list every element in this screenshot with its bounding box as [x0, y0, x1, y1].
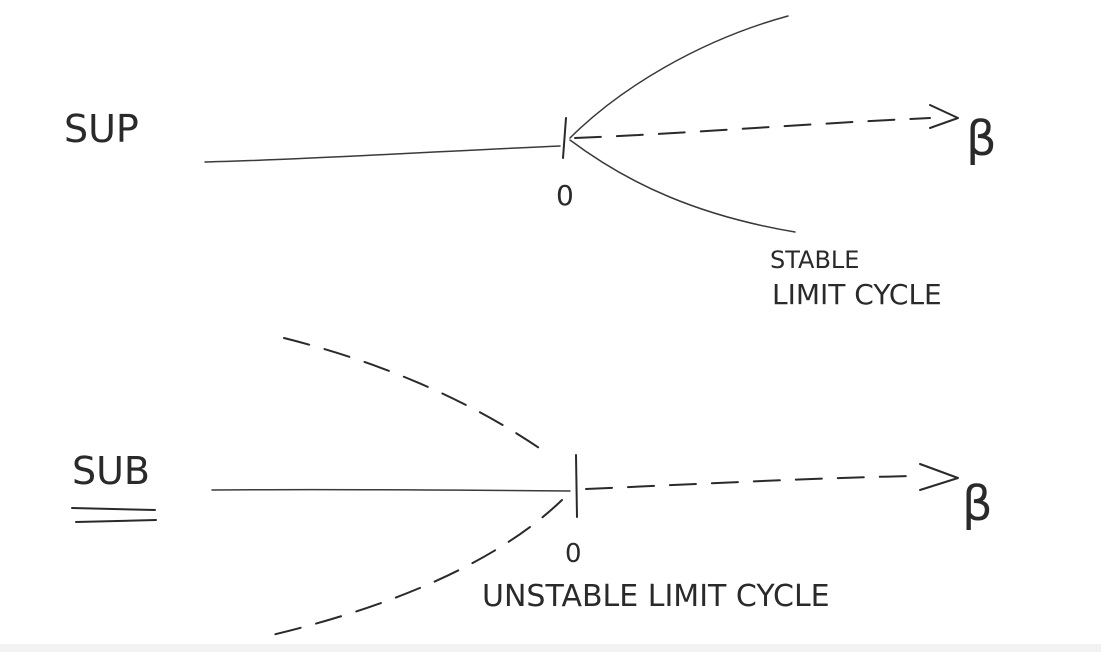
sub-origin-label: 0	[565, 539, 582, 569]
sup-origin-label: 0	[556, 179, 574, 212]
sup-label: SUP	[64, 107, 139, 151]
sub-limit-cycle-upper	[283, 337, 546, 453]
sup-branch-label-line2: LIMIT CYCLE	[772, 278, 942, 311]
sup-limit-cycle-lower	[569, 139, 796, 233]
sub-limit-cycle-lower	[267, 499, 563, 637]
sub-underline-1	[71, 507, 156, 511]
sub-underline-2	[75, 519, 157, 523]
sup-limit-cycle-upper	[569, 15, 789, 139]
sup-stable-fixed-point-line	[204, 145, 561, 163]
supercritical-diagram: SUP 0 β STABLE LIMIT CYCLE	[64, 15, 997, 311]
subcritical-diagram: SUB 0 β UNSTABLE LIMIT CYCLE	[71, 337, 993, 637]
bottom-strip	[0, 644, 1101, 652]
sub-stable-fixed-point-line	[211, 488, 571, 492]
sup-beta-label: β	[966, 111, 997, 167]
sub-beta-label: β	[962, 476, 993, 532]
sup-branch-label-line1: STABLE	[770, 246, 859, 274]
sub-branch-label: UNSTABLE LIMIT CYCLE	[482, 579, 830, 614]
sub-origin-tick	[575, 454, 578, 518]
sub-label: SUB	[72, 449, 150, 493]
sup-origin-tick	[562, 117, 567, 159]
sub-arrowhead	[919, 463, 959, 491]
sub-unstable-fixed-point-line	[585, 475, 916, 490]
sup-unstable-fixed-point-line	[574, 117, 931, 139]
sup-arrowhead	[929, 104, 959, 129]
